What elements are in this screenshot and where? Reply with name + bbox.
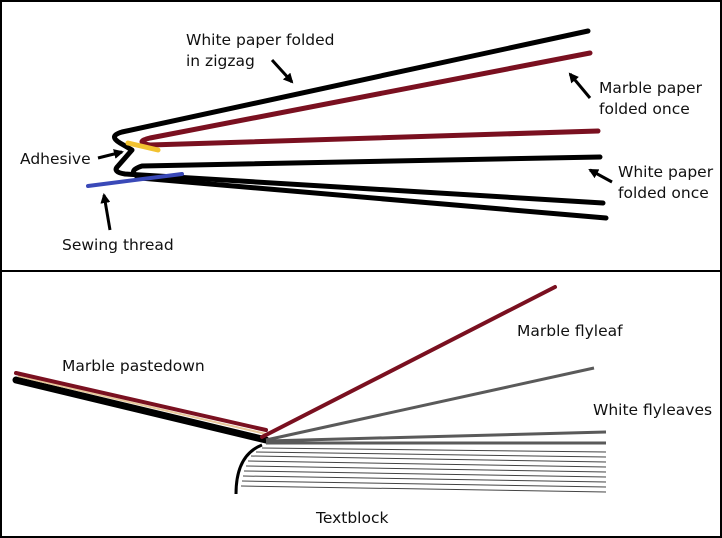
white-flyleaf-1: [265, 366, 595, 442]
textblock-spine: [234, 443, 263, 495]
arrow-adhesive: [97, 149, 124, 160]
label-marble-once: Marble paper folded once: [599, 78, 702, 120]
label-white-flyleaves: White flyleaves: [593, 401, 713, 419]
label-sewing-thread: Sewing thread: [62, 236, 174, 254]
pastedown-board: [12, 376, 270, 444]
arrow-white-zigzag: [270, 58, 294, 84]
arrow-white-once: [588, 168, 613, 184]
label-white-zigzag: White paper folded in zigzag: [186, 30, 334, 72]
marble-paper-folded-once: [139, 50, 601, 148]
label-adhesive: Adhesive: [20, 150, 91, 168]
label-white-once-line2: folded once: [618, 183, 709, 202]
label-white-once: White paper folded once: [618, 162, 713, 204]
label-marble-flyleaf: Marble flyleaf: [517, 322, 623, 340]
white-flyleaf-2: [265, 430, 607, 443]
arrow-sewing-thread: [100, 193, 112, 231]
label-marble-once-line1: Marble paper: [599, 79, 702, 97]
sewing-thread: [86, 172, 184, 188]
marble-pastedown-line: [14, 371, 268, 432]
bottom-panel-frame: [0, 270, 722, 538]
label-white-zigzag-line1: White paper folded: [186, 31, 335, 49]
arrow-marble-once: [568, 72, 592, 99]
label-marble-pastedown: Marble pastedown: [62, 357, 205, 375]
label-marble-once-line2: folded once: [599, 99, 690, 118]
adhesive-mark: [125, 140, 161, 153]
label-textblock: Textblock: [316, 509, 389, 527]
textblock-pages: [240, 447, 607, 493]
label-white-zigzag-line2: in zigzag: [186, 51, 255, 70]
marble-flyleaf-line: [260, 285, 557, 439]
white-zigzag-paper: [112, 28, 606, 206]
pastedown-cream-layer: [17, 375, 267, 435]
label-white-once-line1: White paper: [618, 163, 714, 181]
